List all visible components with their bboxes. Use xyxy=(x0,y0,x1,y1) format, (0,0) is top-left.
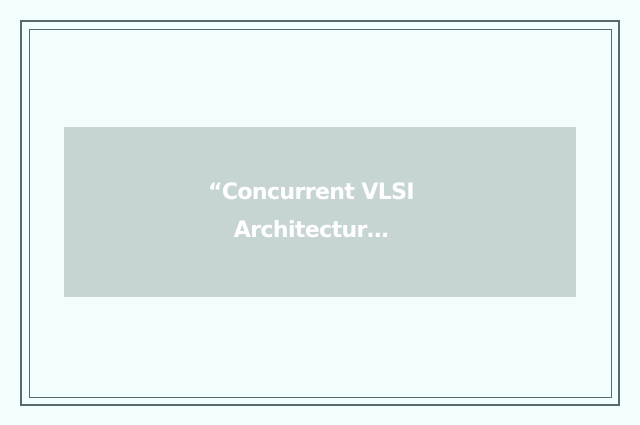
image-alt-text: “Concurrent VLSI Architectur… xyxy=(207,180,415,243)
outer-frame-border xyxy=(20,20,620,406)
inner-frame-border xyxy=(29,29,612,398)
image-placeholder: “Concurrent VLSI Architectur… xyxy=(64,127,576,297)
